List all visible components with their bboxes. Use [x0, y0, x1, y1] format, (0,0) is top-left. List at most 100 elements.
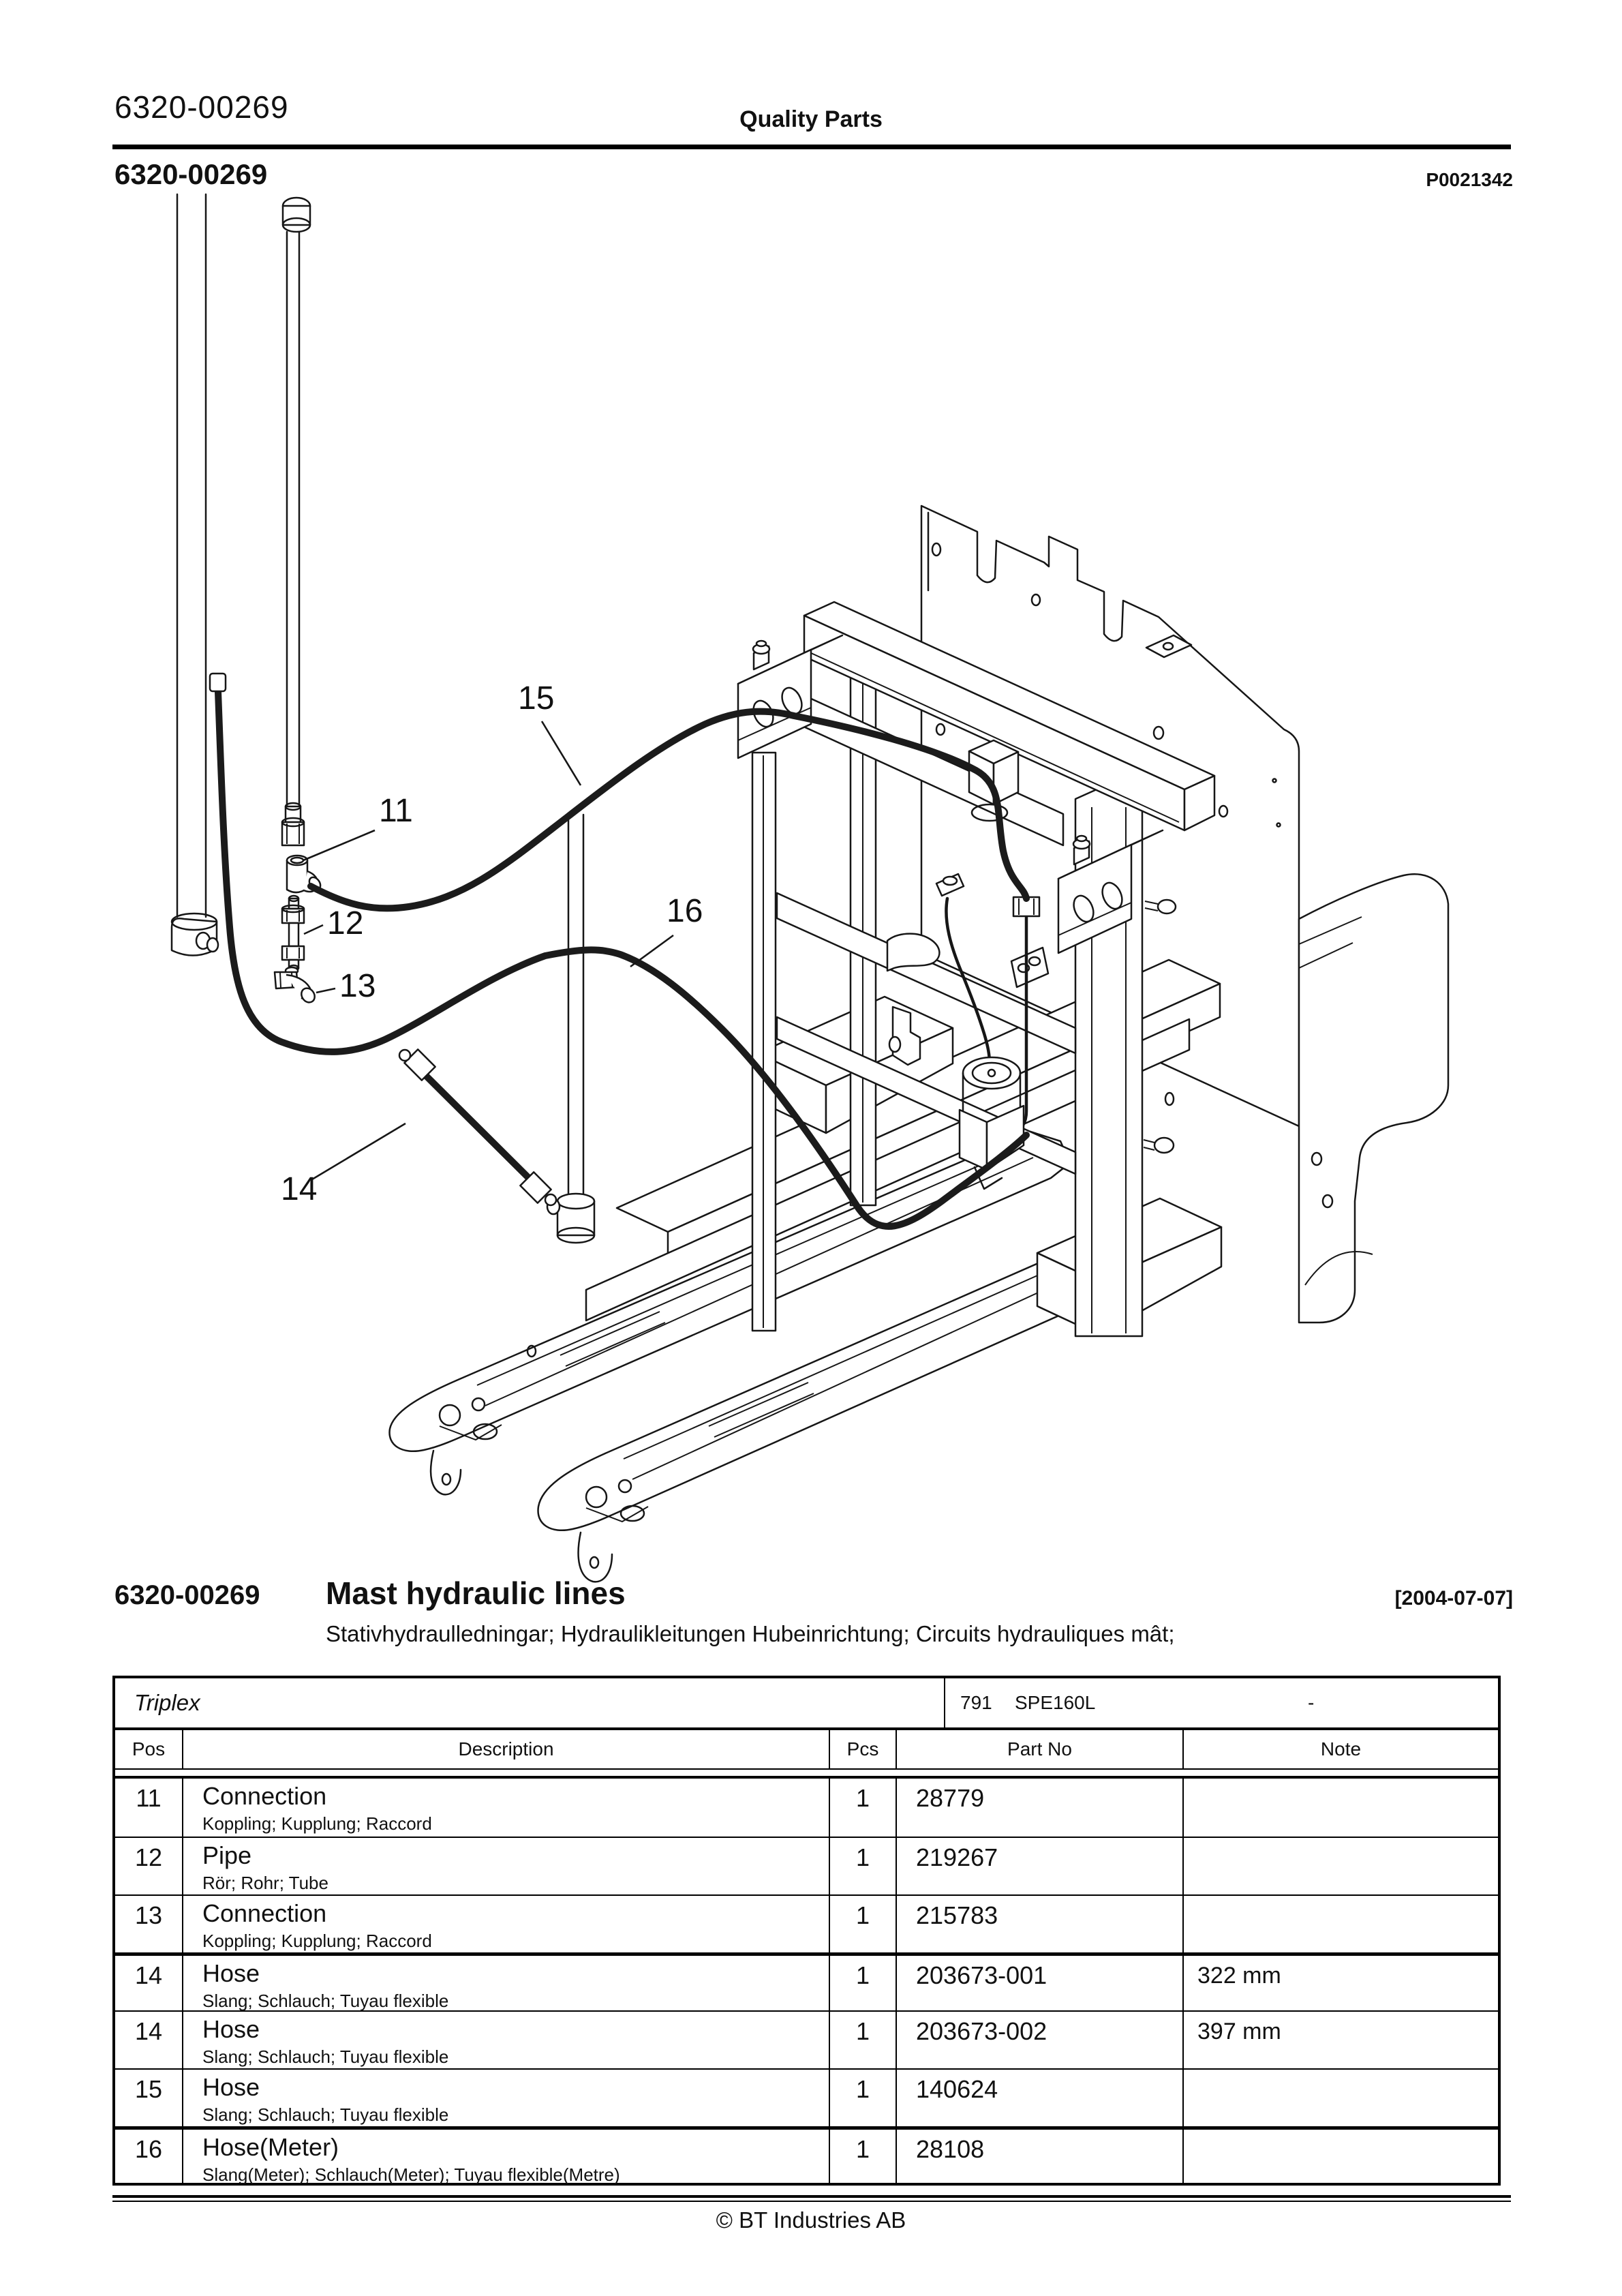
row-part-no: 28108 — [897, 2130, 1184, 2183]
mast-bracket-mid-right — [1057, 829, 1164, 954]
row-pcs: 1 — [830, 1956, 897, 2010]
table-row: 16 Hose(Meter) Slang(Meter); Schlauch(Me… — [115, 2126, 1498, 2185]
connection-13 — [273, 966, 316, 1003]
lever-bracket — [888, 1006, 921, 1066]
callout-label-12: 12 — [327, 905, 363, 941]
callout-label-14: 14 — [281, 1171, 317, 1207]
callout-label-15: 15 — [518, 680, 554, 716]
variant-note: - — [1308, 1692, 1315, 1713]
lift-cylinder — [958, 1056, 1025, 1190]
variant-code: 791 — [960, 1692, 992, 1713]
row-pcs: 1 — [830, 2130, 897, 2183]
row-pcs: 1 — [830, 1838, 897, 1894]
row-pcs: 1 — [830, 2012, 897, 2068]
callout-15: 15 — [518, 680, 582, 786]
col-header-note: Note — [1320, 1738, 1362, 1759]
section-code: 6320-00269 — [114, 158, 268, 190]
footer-copyright: © BT Industries AB — [716, 2207, 906, 2233]
title-subtitle: Stativhydraulledningar; Hydraulikleitung… — [326, 1621, 1175, 1646]
row-pos: 14 — [115, 2012, 183, 2068]
row-note — [1184, 1838, 1498, 1894]
left-lift-cylinder — [170, 193, 219, 956]
row-pos: 11 — [115, 1779, 183, 1837]
callout-12: 12 — [303, 905, 363, 941]
col-header-description: Description — [183, 1730, 830, 1768]
hose-14 — [398, 1048, 557, 1207]
fork-right — [537, 1216, 1182, 1583]
row-pos: 14 — [115, 1956, 183, 2010]
callout-label-16: 16 — [667, 893, 703, 929]
row-description-i18n: Koppling; Kupplung; Raccord — [202, 1813, 432, 1834]
row-pcs: 1 — [830, 1779, 897, 1837]
center-pipe — [546, 813, 596, 1244]
hose-15 — [307, 708, 1030, 912]
callout-16: 16 — [630, 893, 703, 968]
row-description: Pipe — [202, 1841, 252, 1869]
callout-11: 11 — [303, 793, 413, 862]
row-description: Hose(Meter) — [202, 2133, 339, 2161]
row-pos: 12 — [115, 1838, 183, 1894]
row-pos: 16 — [115, 2130, 183, 2183]
footer-rule — [112, 2195, 1511, 2202]
table-header-row: Pos Description Pcs Part No Note — [115, 1730, 1498, 1770]
row-part-no: 215783 — [897, 1896, 1184, 1952]
table-row: 12 Pipe Rör; Rohr; Tube 1 219267 — [115, 1837, 1498, 1894]
figure-reference: P0021342 — [1426, 169, 1513, 190]
variant-name: Triplex — [115, 1678, 945, 1727]
variant-model: SPE160L — [1015, 1692, 1096, 1713]
row-description-i18n: Rör; Rohr; Tube — [202, 1873, 328, 1893]
row-description: Connection — [202, 1899, 327, 1927]
vertical-tube — [281, 196, 311, 847]
row-description: Hose — [202, 2015, 260, 2043]
col-header-pos: Pos — [115, 1730, 183, 1768]
row-note — [1184, 1896, 1498, 1952]
page-title: Mast hydraulic lines — [326, 1575, 626, 1611]
table-row: 15 Hose Slang; Schlauch; Tuyau flexible … — [115, 2068, 1498, 2126]
row-note — [1184, 2130, 1498, 2183]
variant-model-cell: 791 SPE160L - — [945, 1678, 1314, 1727]
table-row: 14 Hose Slang; Schlauch; Tuyau flexible … — [115, 1952, 1498, 2011]
variant-row: Triplex 791 SPE160L - — [115, 1678, 1498, 1730]
table-row: 11 Connection Koppling; Kupplung; Raccor… — [115, 1779, 1498, 1837]
parts-diagram: 15 11 16 12 13 14 — [0, 184, 1622, 1609]
callout-label-11: 11 — [379, 793, 413, 829]
row-pos: 13 — [115, 1896, 183, 1952]
header-rule — [112, 145, 1511, 149]
row-description: Connection — [202, 1782, 327, 1810]
callout-13: 13 — [316, 968, 376, 1004]
pipe-12 — [281, 894, 305, 972]
page-doc-number: 6320-00269 — [114, 89, 289, 125]
parts-table: Triplex 791 SPE160L - Pos Description Pc… — [112, 1676, 1501, 2186]
table-row: 14 Hose Slang; Schlauch; Tuyau flexible … — [115, 2010, 1498, 2068]
row-part-no: 28779 — [897, 1779, 1184, 1837]
row-description-i18n: Slang; Schlauch; Tuyau flexible — [202, 1991, 449, 2011]
row-note: 322 mm — [1197, 1963, 1281, 1989]
row-note — [1184, 2070, 1498, 2126]
row-description: Hose — [202, 1959, 260, 1987]
row-note — [1184, 1779, 1498, 1837]
row-part-no: 140624 — [897, 2070, 1184, 2126]
title-date: [2004-07-07] — [1394, 1587, 1513, 1610]
callout-label-13: 13 — [339, 968, 376, 1004]
row-description-i18n: Slang; Schlauch; Tuyau flexible — [202, 2104, 449, 2125]
row-pos: 15 — [115, 2070, 183, 2126]
row-pcs: 1 — [830, 1896, 897, 1952]
table-row: 13 Connection Koppling; Kupplung; Raccor… — [115, 1894, 1498, 1952]
chassis-outline — [1298, 873, 1450, 1324]
bent-pipe — [935, 873, 992, 1066]
row-part-no: 219267 — [897, 1838, 1184, 1894]
row-part-no: 203673-002 — [897, 2012, 1184, 2068]
row-description-i18n: Slang; Schlauch; Tuyau flexible — [202, 2046, 449, 2067]
row-description-i18n: Koppling; Kupplung; Raccord — [202, 1931, 432, 1951]
row-part-no: 203673-001 — [897, 1956, 1184, 2010]
header-divider — [115, 1770, 1498, 1779]
row-description-i18n: Slang(Meter); Schlauch(Meter); Tuyau fle… — [202, 2164, 620, 2185]
chain-hook — [886, 933, 940, 972]
page-header-title: Quality Parts — [739, 106, 883, 132]
col-header-part-no: Part No — [897, 1730, 1184, 1768]
pipe-clamp-plate — [1010, 946, 1050, 988]
title-code: 6320-00269 — [114, 1580, 260, 1610]
row-description: Hose — [202, 2073, 260, 2101]
row-pcs: 1 — [830, 2070, 897, 2126]
callout-14: 14 — [281, 1122, 406, 1207]
